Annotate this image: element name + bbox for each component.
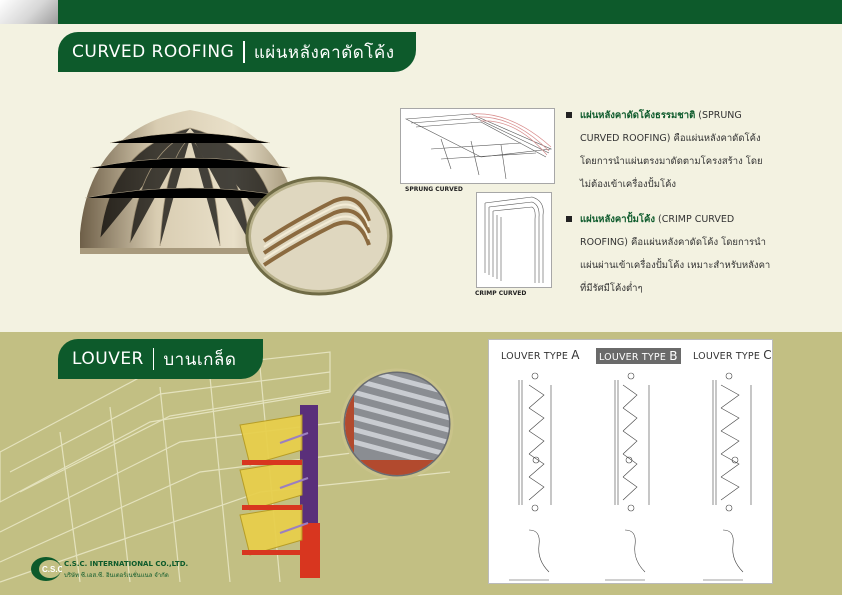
- crimp-curved-diagram: [476, 192, 552, 288]
- louver-type-c-drawing: [703, 372, 752, 581]
- louver-section-drawings: [509, 372, 752, 581]
- louver-closeup-photo: [340, 368, 454, 480]
- title-en: CURVED ROOFING: [72, 42, 235, 62]
- crimp-curved-caption: CRIMP CURVED: [475, 290, 527, 297]
- curved-roof-photo: [80, 110, 300, 254]
- crimp-curved-drawing: [484, 196, 544, 283]
- bullet-text: (CRIMP CURVED ROOFING) คือแผ่นหลังคาดัดโ…: [580, 214, 771, 294]
- curved-roofing-description: แผ่นหลังคาดัดโค้งธรรมชาติ (SPRUNG CURVED…: [566, 104, 776, 312]
- title-divider: [243, 41, 245, 63]
- bullet-square-icon: [566, 216, 572, 222]
- top-banner: [0, 0, 842, 24]
- company-name: C.S.C. INTERNATIONAL CO.,LTD.: [64, 560, 189, 568]
- bullet-highlight: แผ่นหลังคาปั้มโค้ง: [580, 214, 655, 225]
- company-name-th: บริษัท ซี.เอส.ซี. อินเตอร์เนชั่นแนล จำกั…: [64, 572, 169, 579]
- bullet-highlight: แผ่นหลังคาดัดโค้งธรรมชาติ: [580, 110, 696, 121]
- bullet-text: (SPRUNG CURVED ROOFING) คือแผ่นหลังคาดัด…: [580, 110, 763, 190]
- sprung-curved-diagram: [400, 108, 555, 184]
- louver-type-a-drawing: [509, 372, 552, 581]
- csc-logo-icon: C.S.C: [31, 557, 62, 581]
- bullet-square-icon: [566, 112, 572, 118]
- bullet-sprung: แผ่นหลังคาดัดโค้งธรรมชาติ (SPRUNG CURVED…: [566, 104, 776, 196]
- corner-swatch: [0, 0, 58, 24]
- title-th: บานเกล็ด: [163, 349, 237, 370]
- title-en: LOUVER: [72, 349, 144, 369]
- bullet-crimp: แผ่นหลังคาปั้มโค้ง (CRIMP CURVED ROOFING…: [566, 208, 776, 300]
- sprung-curved-drawing: [404, 113, 553, 180]
- title-th: แผ่นหลังคาดัดโค้ง: [253, 42, 395, 63]
- curved-roofing-title: CURVED ROOFING แผ่นหลังคาดัดโค้ง: [58, 32, 416, 72]
- curved-sheet-closeup: [245, 176, 393, 296]
- louver-type-b-drawing: [605, 372, 650, 581]
- louver-types-panel: LOUVER TYPE A LOUVER TYPE B LOUVER TYPE …: [488, 339, 773, 584]
- louver-product-illustration: [239, 405, 320, 578]
- title-divider: [152, 348, 155, 370]
- logo-text: C.S.C: [42, 565, 62, 574]
- louver-type-b-label: LOUVER TYPE B: [596, 348, 681, 364]
- louver-title: LOUVER บานเกล็ด: [58, 339, 263, 379]
- louver-type-a-label: LOUVER TYPE A: [501, 348, 580, 362]
- sprung-curved-caption: SPRUNG CURVED: [405, 186, 463, 193]
- louver-type-c-label: LOUVER TYPE C: [693, 348, 772, 362]
